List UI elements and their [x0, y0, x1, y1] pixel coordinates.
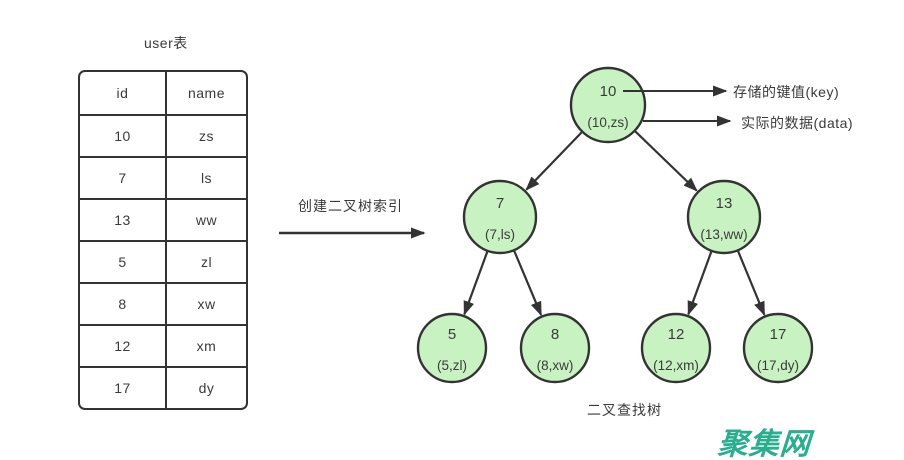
table-cell: 7 [80, 156, 167, 198]
tree-node-circle-8 [519, 312, 591, 384]
tree-node-data: (10,zs) [587, 115, 628, 130]
table-cell: ww [167, 198, 246, 240]
tree-node-data: (17,dy) [757, 358, 799, 373]
tree-edge-10-13 [634, 130, 698, 192]
tree-node-circle-17 [742, 312, 814, 384]
tree-node-circle-12 [640, 312, 712, 384]
table-cell: 12 [80, 324, 167, 366]
tree-edge-7-5 [463, 251, 489, 316]
tree-node-data: (7,ls) [485, 227, 515, 242]
tree-node-data: (5,zl) [437, 358, 467, 373]
tree-node-key: 7 [496, 195, 504, 212]
table-cell: xw [167, 282, 246, 324]
create-index-arrow-label: 创建二叉树索引 [298, 198, 403, 214]
tree-edge-13-17 [737, 250, 766, 317]
tree-node-circle-10 [569, 66, 647, 144]
tree-node-data: (13,ww) [700, 227, 747, 242]
tree-node-key: 17 [770, 326, 787, 343]
tree-node-key: 5 [448, 326, 456, 343]
table-cell: dy [167, 366, 246, 408]
actual-data-annotation-label: 实际的数据(data) [741, 115, 854, 131]
table-cell: 8 [80, 282, 167, 324]
table-cell: zs [167, 114, 246, 156]
tree-node-key: 13 [716, 195, 733, 212]
watermark: 聚集网 [716, 428, 812, 460]
table-cell: xm [167, 324, 246, 366]
tree-caption: 二叉查找树 [587, 402, 662, 418]
tree-edge-10-7 [525, 131, 583, 191]
stored-key-annotation-label: 存储的键值(key) [733, 84, 840, 100]
table-cell: 10 [80, 114, 167, 156]
tree-node-circle-5 [416, 312, 488, 384]
table-header-cell: id [80, 72, 167, 114]
tree-node-key: 8 [551, 326, 559, 343]
tree-node-key: 10 [600, 83, 617, 100]
table-cell: 5 [80, 240, 167, 282]
table-header-cell: name [187, 85, 226, 101]
tree-edge-7-8 [513, 250, 543, 317]
tree-node-data: (12,xm) [653, 358, 699, 373]
tree-node-circle-13 [686, 179, 762, 255]
table-cell: 17 [80, 366, 167, 408]
table-cell: zl [167, 240, 246, 282]
tree-edge-13-12 [687, 251, 713, 316]
tree-node-circle-7 [462, 179, 538, 255]
table-cell: 13 [80, 198, 167, 240]
table-title: user表 [144, 35, 188, 51]
table-cell: ls [167, 156, 246, 198]
tree-node-key: 12 [668, 326, 685, 343]
tree-node-data: (8,xw) [537, 358, 574, 373]
